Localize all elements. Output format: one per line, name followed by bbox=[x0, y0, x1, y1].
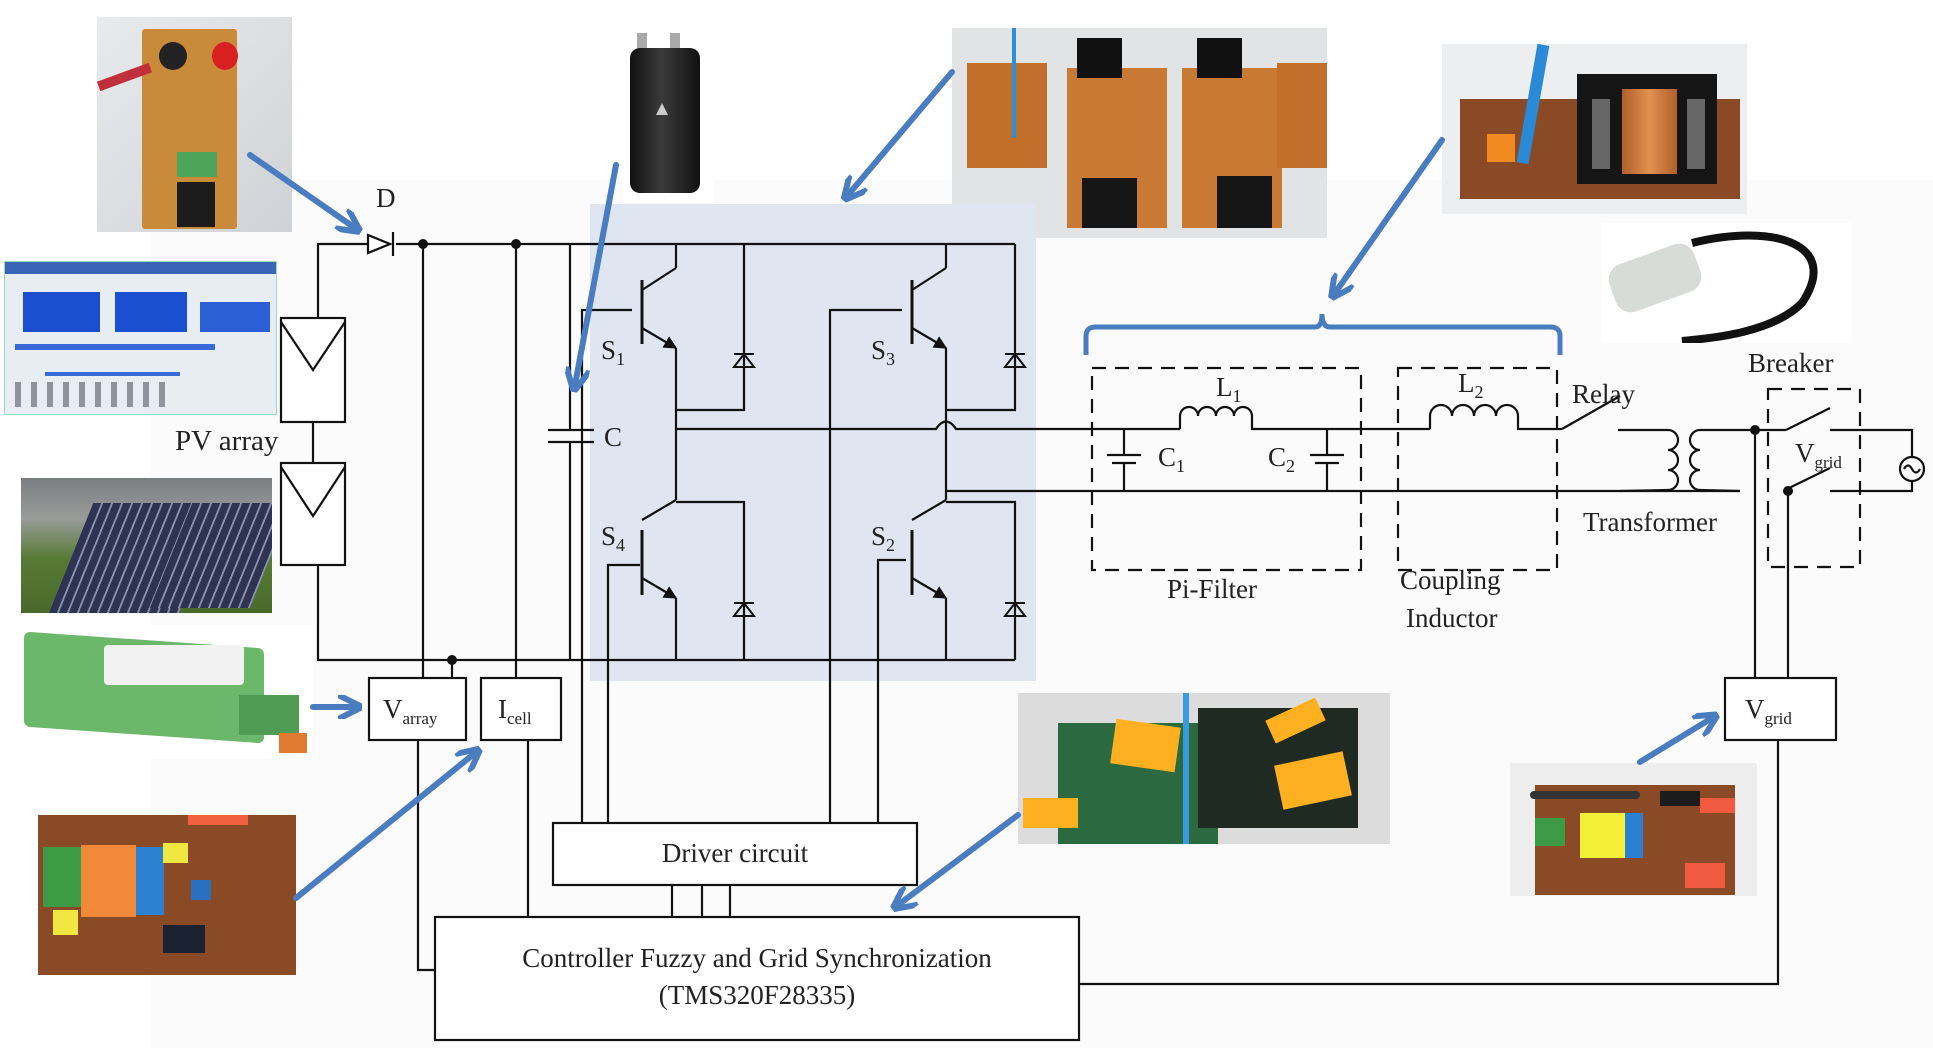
label-c2: C2 bbox=[1268, 442, 1295, 476]
ac-output-upper bbox=[676, 420, 1123, 431]
pv-modules bbox=[279, 316, 347, 567]
label-vgrid-sensor: Vgrid bbox=[1745, 694, 1792, 728]
gate-s1 bbox=[580, 308, 632, 823]
breaker-switch-lower bbox=[1784, 467, 1831, 491]
dc-capacitor-photo bbox=[622, 18, 714, 203]
arrow-current-sensor bbox=[293, 753, 475, 901]
label-s3: S3 bbox=[871, 335, 895, 369]
label-transformer: Transformer bbox=[1583, 507, 1717, 537]
gate-s4 bbox=[606, 563, 640, 823]
dc-negative-bus bbox=[316, 565, 1015, 662]
arrow-dsp bbox=[898, 812, 1021, 905]
label-s1: S1 bbox=[601, 335, 625, 369]
gate-s2 bbox=[876, 558, 906, 823]
ac-source-symbol bbox=[1898, 455, 1926, 483]
inverter-board-photo bbox=[952, 28, 1327, 238]
wires bbox=[311, 242, 1926, 986]
label-vgrid-source: Vgrid bbox=[1795, 438, 1842, 472]
inverter-bridge-highlight bbox=[590, 204, 1036, 681]
current-sensor-board-photo bbox=[38, 815, 296, 975]
label-controller-chip: (TMS320F28335) bbox=[659, 980, 856, 1010]
inductor-l1 bbox=[1178, 405, 1430, 431]
vgrid-to-controller bbox=[1079, 740, 1780, 986]
coupling-inductor-box bbox=[1396, 366, 1559, 572]
relay-switch bbox=[1561, 395, 1621, 430]
controller-box bbox=[433, 915, 1081, 1042]
label-breaker: Breaker bbox=[1748, 348, 1833, 378]
icell-sensor-box bbox=[479, 676, 563, 742]
label-l1: L1 bbox=[1216, 372, 1242, 406]
filter-brace bbox=[1083, 313, 1563, 355]
arrow-grid-sensor bbox=[1637, 718, 1712, 765]
arrow-capacitor bbox=[575, 162, 619, 385]
freewheel-diode-s3 bbox=[1002, 352, 1028, 368]
driver-circuit-box bbox=[551, 821, 919, 887]
pv-simulator-screen-photo bbox=[4, 261, 277, 415]
label-varray: Varray bbox=[383, 694, 438, 728]
label-icell: Icell bbox=[498, 694, 532, 728]
label-capacitor: C bbox=[604, 422, 622, 452]
capacitor-lead-wire bbox=[1681, 231, 1818, 343]
label-s4: S4 bbox=[601, 521, 625, 555]
label-s2: S2 bbox=[871, 521, 895, 555]
grid-voltage-sensor-photo bbox=[1510, 763, 1757, 896]
varray-sensor-box bbox=[367, 676, 468, 742]
label-c1: C1 bbox=[1158, 442, 1185, 476]
freewheel-diode-s4 bbox=[731, 601, 757, 617]
freewheel-diode-s2 bbox=[1002, 601, 1028, 617]
freewheel-diode-s1 bbox=[731, 352, 757, 368]
filter-capacitor-photo bbox=[1602, 223, 1852, 343]
transformer-primary bbox=[1619, 428, 1680, 493]
inductor-photo bbox=[1442, 44, 1747, 214]
junction-dots bbox=[418, 239, 1793, 665]
diode-board-photo bbox=[97, 17, 292, 232]
label-inductor: Inductor bbox=[1406, 603, 1497, 633]
label-pv-array: PV array bbox=[175, 425, 279, 457]
label-driver-circuit: Driver circuit bbox=[662, 838, 809, 868]
label-relay: Relay bbox=[1572, 379, 1635, 409]
gate-s3 bbox=[828, 308, 902, 823]
breaker-switch-upper bbox=[1785, 407, 1831, 431]
arrow-diode bbox=[247, 152, 355, 228]
label-pi-filter: Pi-Filter bbox=[1167, 574, 1257, 604]
voltage-sensor-module-photo bbox=[4, 625, 313, 759]
dsp-board-photo bbox=[1018, 693, 1390, 844]
freewheel-diodes bbox=[731, 352, 1028, 617]
breaker-box bbox=[1766, 387, 1862, 569]
solar-panel-photo bbox=[21, 478, 272, 613]
inductor-l2 bbox=[1428, 403, 1562, 431]
pv-module-upper bbox=[279, 316, 347, 424]
pi-filter-box bbox=[1090, 366, 1363, 572]
arrow-inductor bbox=[1335, 137, 1445, 293]
label-l2: L2 bbox=[1458, 368, 1484, 402]
varray-to-controller bbox=[416, 740, 435, 972]
vgrid-sensor-box bbox=[1723, 676, 1838, 742]
label-diode: D bbox=[376, 183, 396, 213]
label-controller: Controller Fuzzy and Grid Synchronizatio… bbox=[522, 943, 992, 973]
transformer-secondary bbox=[1688, 428, 1741, 493]
label-coupling: Coupling bbox=[1400, 565, 1501, 595]
arrow-inverter bbox=[848, 69, 955, 195]
blocking-diode bbox=[366, 232, 395, 256]
